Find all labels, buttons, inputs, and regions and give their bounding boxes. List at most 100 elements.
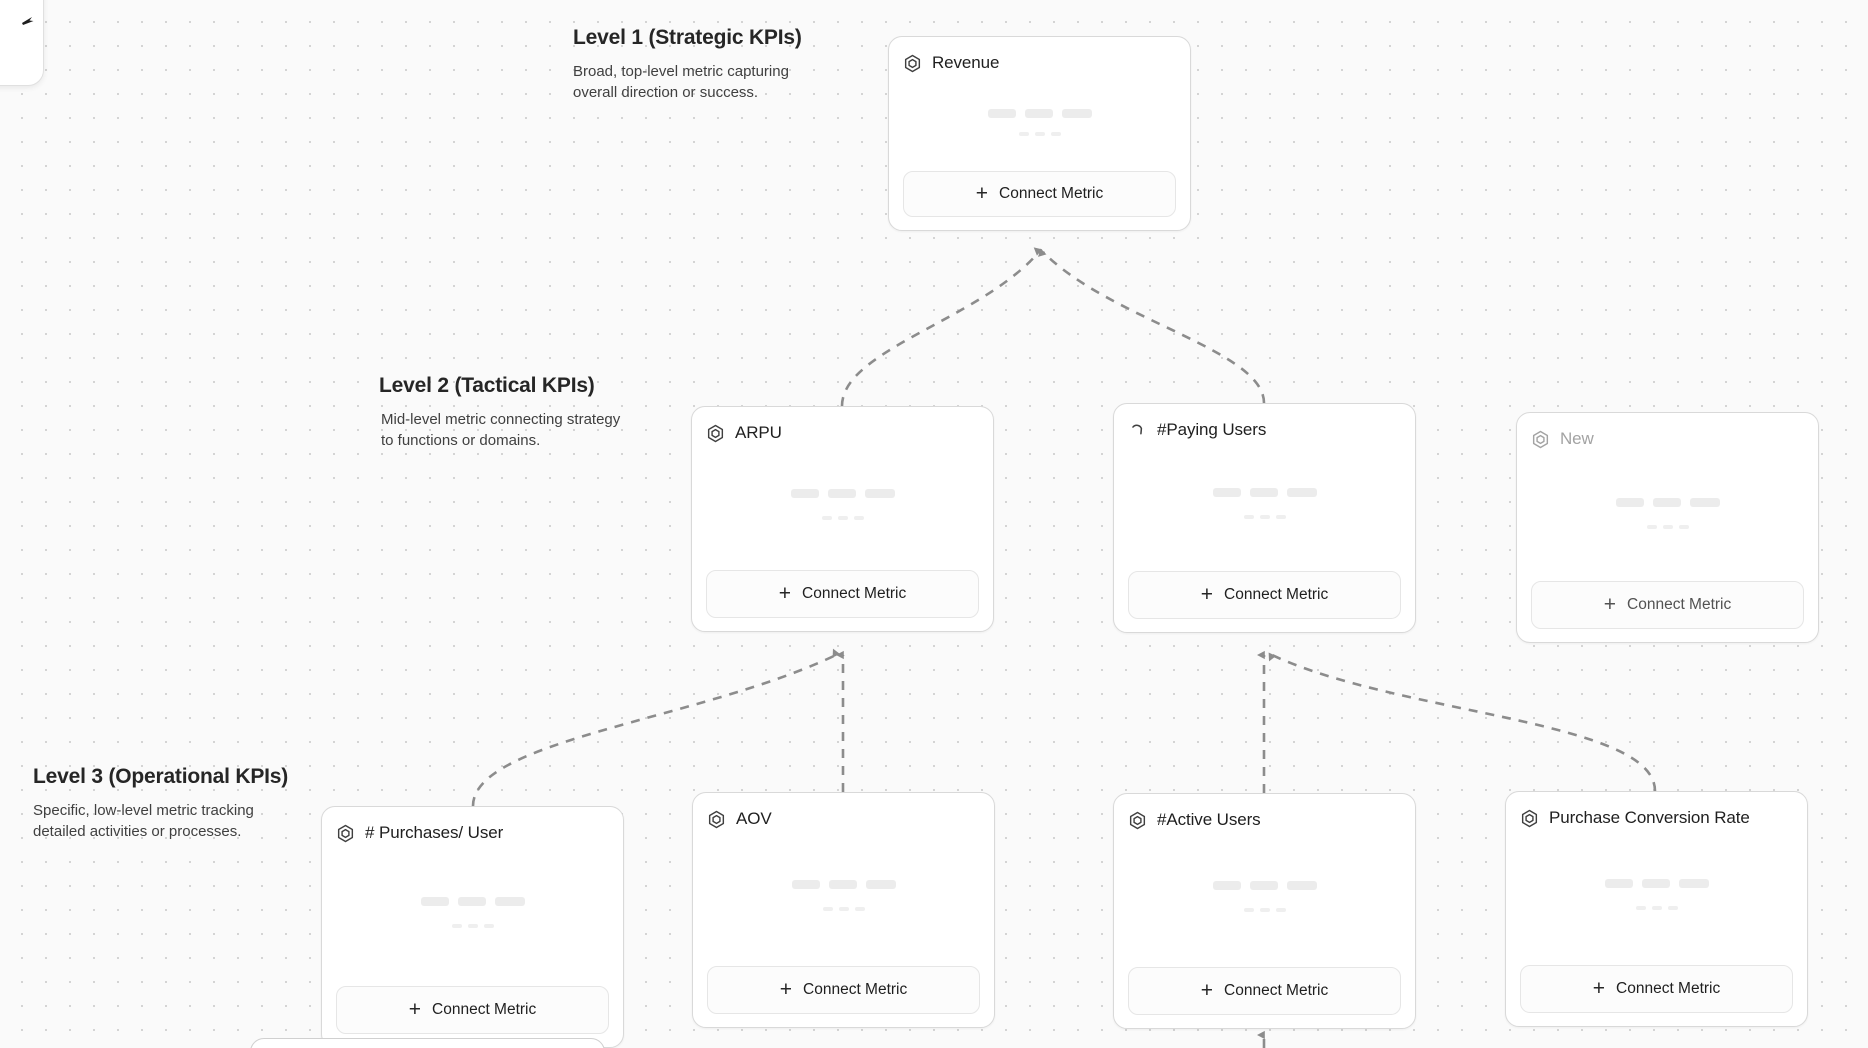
- hexagon-target-icon: [1520, 809, 1539, 828]
- edge-conversion-to-paying-users: [1268, 652, 1657, 792]
- skeleton-bar: [1646, 524, 1657, 529]
- level-2-label-group: Level 2 (Tactical KPIs) Mid-level metric…: [379, 374, 629, 452]
- cursor-pointer-icon: [21, 15, 35, 27]
- connect-metric-button[interactable]: + Connect Metric: [903, 171, 1176, 217]
- connect-metric-button[interactable]: + Connect Metric: [706, 570, 979, 618]
- skeleton-bar: [1662, 524, 1673, 529]
- connect-metric-button[interactable]: + Connect Metric: [1128, 967, 1401, 1015]
- skeleton-bar: [865, 880, 896, 889]
- skeleton-row-secondary: [451, 924, 494, 928]
- plus-icon: +: [779, 977, 793, 1001]
- card-placeholder-body: [706, 445, 979, 570]
- skeleton-bar: [821, 516, 832, 520]
- skeleton-bar: [1678, 524, 1689, 529]
- skeleton-bar: [451, 924, 462, 928]
- level-3-title: Level 3 (Operational KPIs): [33, 765, 289, 788]
- skeleton-bar: [853, 516, 864, 520]
- connect-metric-button[interactable]: + Connect Metric: [1128, 571, 1401, 619]
- connect-metric-label: Connect Metric: [1224, 982, 1329, 999]
- level-2-title: Level 2 (Tactical KPIs): [379, 374, 595, 397]
- card-placeholder-body: [1128, 442, 1401, 571]
- skeleton-row-primary: [791, 880, 896, 889]
- skeleton-bar: [1034, 131, 1045, 136]
- skeleton-row-primary: [1212, 881, 1317, 890]
- metric-card-arpu[interactable]: ARPU + Connect Metric: [691, 406, 994, 632]
- hexagon-target-icon: [336, 824, 355, 843]
- card-placeholder-body: [903, 75, 1176, 171]
- skeleton-bar: [1249, 488, 1278, 497]
- skeleton-row-secondary: [1243, 515, 1286, 519]
- card-placeholder-body: [707, 831, 980, 966]
- skeleton-bar: [987, 108, 1016, 118]
- metric-card-aov[interactable]: AOV + Connect Metric: [692, 792, 995, 1028]
- skeleton-bar: [828, 880, 857, 889]
- card-header: Purchase Conversion Rate: [1520, 806, 1793, 830]
- skeleton-bar: [837, 516, 848, 520]
- card-title: AOV: [736, 809, 772, 828]
- card-placeholder-body: [1128, 832, 1401, 967]
- skeleton-bar: [1018, 131, 1029, 136]
- skeleton-row-secondary: [1018, 131, 1061, 136]
- level-3-description: Specific, low-level metric tracking deta…: [33, 802, 254, 841]
- skeleton-bar: [1212, 881, 1241, 890]
- hexagon-target-icon: [1531, 430, 1550, 449]
- skeleton-bar: [1286, 881, 1317, 890]
- metric-card-purchase-conversion-rate[interactable]: Purchase Conversion Rate + Connect Metri…: [1505, 791, 1808, 1027]
- skeleton-bar: [1259, 908, 1270, 912]
- hexagon-target-icon: [1128, 811, 1147, 830]
- plus-icon: +: [1603, 592, 1617, 616]
- skeleton-bar: [1259, 515, 1270, 519]
- hexagon-target-icon: [706, 424, 725, 443]
- connect-metric-button[interactable]: + Connect Metric: [1531, 581, 1804, 629]
- skeleton-row-primary: [1604, 879, 1709, 888]
- plus-icon: +: [1200, 582, 1214, 606]
- card-header: ARPU: [706, 421, 979, 445]
- connect-metric-label: Connect Metric: [802, 585, 907, 602]
- skeleton-row-secondary: [821, 516, 864, 520]
- card-placeholder-body: [1520, 830, 1793, 965]
- skeleton-bar: [864, 489, 895, 498]
- metric-card-active-users[interactable]: #Active Users + Connect Metric: [1113, 793, 1416, 1029]
- skeleton-bar: [1652, 497, 1681, 507]
- plus-icon: +: [408, 997, 422, 1021]
- skeleton-bar: [1689, 497, 1720, 507]
- skeleton-row-primary: [1615, 497, 1720, 507]
- connect-metric-button[interactable]: + Connect Metric: [1520, 965, 1793, 1013]
- metric-card-paying-users[interactable]: #Paying Users + Connect Metric: [1113, 403, 1416, 633]
- skeleton-bar: [1061, 108, 1092, 118]
- skeleton-bar: [457, 897, 486, 906]
- level-1-title: Level 1 (Strategic KPIs): [573, 26, 802, 49]
- skeleton-row-secondary: [822, 907, 865, 911]
- skeleton-bar: [827, 489, 856, 498]
- connect-metric-label: Connect Metric: [1627, 596, 1732, 613]
- skeleton-bar: [1678, 879, 1709, 888]
- card-header: # Purchases/ User: [336, 821, 609, 845]
- skeleton-bar: [1243, 908, 1254, 912]
- connect-metric-label: Connect Metric: [1616, 980, 1721, 997]
- plus-icon: +: [975, 181, 989, 205]
- metric-card-revenue[interactable]: Revenue + Connect Metric: [888, 36, 1191, 231]
- skeleton-row-primary: [1212, 488, 1317, 497]
- skeleton-bar: [838, 907, 849, 911]
- toolbar-panel-partial[interactable]: [0, 0, 44, 86]
- metric-card-partial-bottom[interactable]: [250, 1038, 605, 1048]
- skeleton-bar: [854, 907, 865, 911]
- skeleton-bar: [1249, 881, 1278, 890]
- card-header: New: [1531, 427, 1804, 451]
- hexagon-target-icon: [903, 54, 922, 73]
- card-title: Revenue: [932, 53, 1000, 72]
- connect-metric-button[interactable]: + Connect Metric: [336, 986, 609, 1034]
- skeleton-row-secondary: [1243, 908, 1286, 912]
- connect-metric-button[interactable]: + Connect Metric: [707, 966, 980, 1014]
- metric-card-purchases-per-user[interactable]: # Purchases/ User + Connect Metric: [321, 806, 624, 1048]
- card-title: New: [1560, 429, 1594, 448]
- card-title: ARPU: [735, 423, 782, 442]
- skeleton-bar: [467, 924, 478, 928]
- edge-paying-users-to-revenue: [1038, 248, 1266, 404]
- skeleton-bar: [822, 907, 833, 911]
- metric-card-new[interactable]: New + Connect Metric: [1516, 412, 1819, 643]
- card-placeholder-body: [1531, 451, 1804, 581]
- card-title: #Active Users: [1157, 810, 1261, 829]
- skeleton-bar: [1024, 108, 1053, 118]
